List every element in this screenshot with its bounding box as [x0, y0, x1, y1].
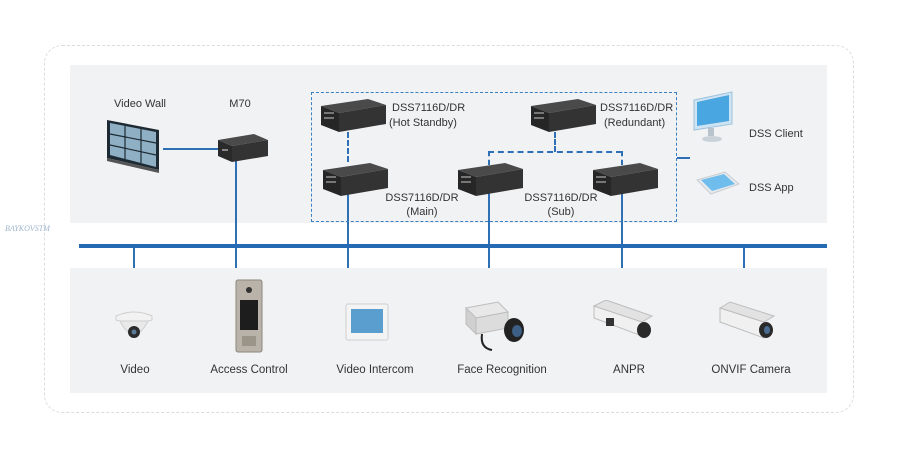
link-hotstandby-main	[347, 132, 349, 162]
dome-camera-icon	[115, 311, 153, 338]
m70-decoder-icon	[218, 134, 268, 162]
redundant-server-icon	[531, 99, 596, 132]
outer-frame	[44, 45, 854, 413]
watermark: BAYKOVSTM	[5, 224, 50, 233]
dss-client-label: DSS Client	[749, 128, 803, 140]
video-wall-label: Video Wall	[114, 98, 166, 110]
anpr-label: ANPR	[613, 364, 645, 376]
redundant-role: (Redundant)	[604, 117, 666, 129]
anpr-camera-icon	[592, 300, 654, 338]
access-control-label: Access Control	[210, 364, 288, 376]
link-onvif-bus	[743, 248, 745, 268]
sub-model: DSS7116D/DR	[524, 192, 598, 204]
link-split-sub2	[621, 151, 623, 165]
face-recognition-camera-icon	[464, 301, 524, 351]
main-model: DSS7116D/DR	[385, 192, 459, 204]
video-intercom-icon	[345, 303, 389, 341]
sub-server-2-icon	[593, 163, 658, 196]
sub-server-1-icon	[458, 163, 523, 196]
hot-standby-model: DSS7116D/DR	[392, 102, 466, 114]
onvif-camera-icon	[718, 301, 776, 339]
dss-app-label: DSS App	[749, 182, 794, 194]
dss-app-phone-icon	[696, 171, 740, 195]
video-label: Video	[120, 364, 150, 376]
main-server-icon	[323, 163, 388, 196]
server-cluster-group	[311, 92, 677, 222]
video-intercom-label: Video Intercom	[336, 364, 414, 376]
hot-standby-role: (Hot Standby)	[389, 117, 457, 129]
face-recognition-label: Face Recognition	[457, 364, 547, 376]
link-main-bus	[347, 190, 349, 268]
link-redundant-down	[554, 132, 556, 152]
link-m70-bus	[235, 160, 237, 268]
link-videowall-m70	[163, 148, 218, 150]
hot-standby-server-icon	[321, 99, 386, 132]
link-video-bus	[133, 248, 135, 268]
redundant-model: DSS7116D/DR	[600, 102, 674, 114]
sub-role: (Sub)	[547, 206, 575, 218]
network-bus	[79, 244, 827, 248]
link-group-clients	[677, 157, 690, 159]
link-sub2-bus	[621, 190, 623, 268]
link-redundant-split	[488, 151, 622, 153]
link-sub1-bus	[488, 190, 490, 268]
devices-panel	[70, 268, 827, 393]
video-wall-icon	[107, 120, 159, 173]
main-role: (Main)	[406, 206, 438, 218]
onvif-camera-label: ONVIF Camera	[711, 364, 791, 376]
m70-label: M70	[229, 98, 251, 110]
management-panel	[70, 65, 827, 223]
dss-client-monitor-icon	[693, 91, 733, 142]
link-split-sub1	[488, 151, 490, 165]
access-control-icon	[235, 279, 263, 353]
